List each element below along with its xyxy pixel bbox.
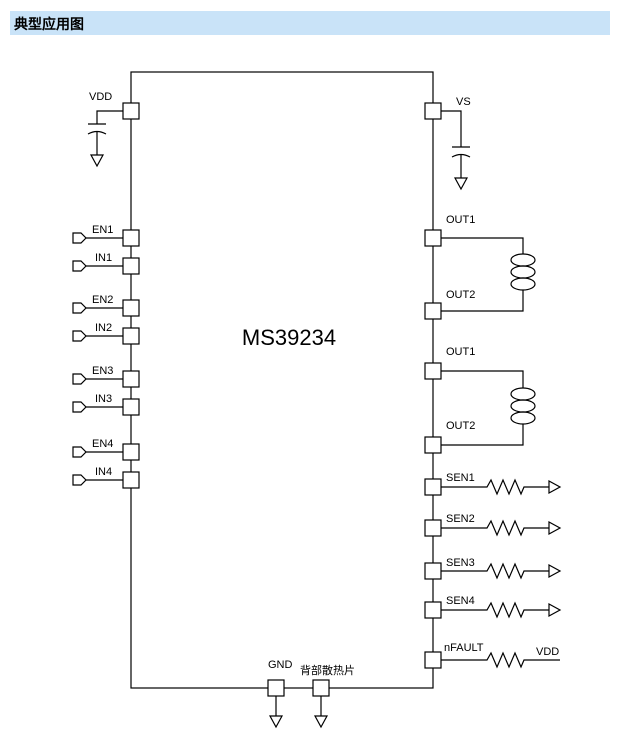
sense-resistor-2 [441,519,562,537]
pin-vs [424,102,442,120]
label-en2: EN2 [92,294,113,306]
label-in1: IN1 [95,252,112,264]
section-title: 典型应用图 [14,17,84,33]
pin-nfault [424,651,442,669]
pin-en4 [122,443,140,461]
pin-sen3 [424,562,442,580]
pin-sen1 [424,478,442,496]
pullup-resistor [441,651,560,669]
label-in4: IN4 [95,466,112,478]
pin-en2 [122,299,140,317]
input-arrow-in2 [72,330,87,342]
label-en3: EN3 [92,365,113,377]
ground-symbol [313,715,329,729]
input-arrow-en3 [72,373,87,385]
label-vs: VS [456,96,471,108]
input-arrow-in1 [72,260,87,272]
pin-out1-a [424,229,442,247]
label-en1: EN1 [92,224,113,236]
pin-vdd [122,102,140,120]
sense-resistor-3 [441,562,562,580]
pin-gnd [267,679,285,697]
label-sen3: SEN3 [446,557,475,569]
ground-symbol [453,177,469,191]
pin-sen2 [424,519,442,537]
label-thermal-pad: 背部散热片 [300,663,355,677]
label-out1-b: OUT1 [446,346,475,358]
section-header: 典型应用图 [10,11,610,35]
pin-sen4 [424,601,442,619]
chip-body [130,71,434,689]
label-in3: IN3 [95,393,112,405]
input-arrow-in4 [72,474,87,486]
label-nfault: nFAULT [444,642,484,654]
chip-name: MS39234 [242,325,336,350]
coil-b [441,370,536,446]
pin-en1 [122,229,140,247]
sense-resistor-1 [441,478,562,496]
label-out2-b: OUT2 [446,420,475,432]
pin-out2-b [424,436,442,454]
coil-a [441,237,536,312]
input-arrow-en4 [72,446,87,458]
label-in2: IN2 [95,322,112,334]
sense-resistor-4 [441,601,562,619]
pin-in3 [122,398,140,416]
input-arrow-in3 [72,401,87,413]
pin-out1-b [424,362,442,380]
label-sen1: SEN1 [446,472,475,484]
pin-in1 [122,257,140,275]
pin-out2-a [424,302,442,320]
label-out1-a: OUT1 [446,214,475,226]
ground-symbol [89,154,105,168]
label-en4: EN4 [92,438,113,450]
label-vdd-pullup: VDD [536,646,559,658]
label-vdd: VDD [89,91,112,103]
label-out2-a: OUT2 [446,289,475,301]
ground-symbol [268,715,284,729]
vs-decoupling-capacitor [441,110,471,178]
input-arrow-en2 [72,302,87,314]
pin-in2 [122,327,140,345]
input-arrow-en1 [72,232,87,244]
label-sen4: SEN4 [446,595,475,607]
label-gnd: GND [268,659,293,671]
vdd-decoupling-capacitor [87,110,123,155]
pin-thermal-pad [312,679,330,697]
pin-in4 [122,471,140,489]
label-sen2: SEN2 [446,513,475,525]
pin-en3 [122,370,140,388]
